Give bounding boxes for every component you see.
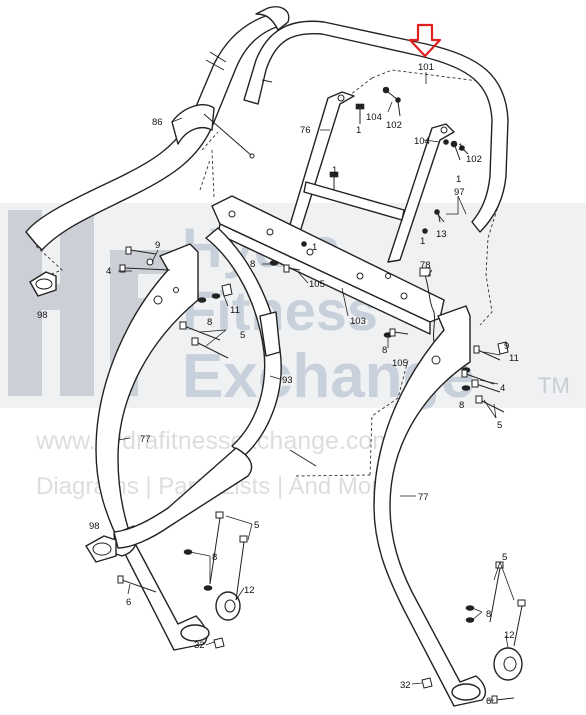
- callout-1: 1: [332, 165, 337, 176]
- red-indicator-arrow-icon: [408, 23, 442, 58]
- callout-5: 5: [497, 420, 502, 431]
- leader-lines: [117, 72, 515, 701]
- callout-102: 102: [386, 120, 402, 131]
- end-cap-98-right: [85, 535, 117, 563]
- callout-97: 97: [454, 187, 465, 198]
- callout-1: 1: [312, 242, 317, 253]
- callout-93: 93: [282, 375, 293, 386]
- wheel-12-left: [215, 591, 241, 621]
- left-handlebar-86: [25, 6, 290, 251]
- watermark-url: www.hydrafitnessexchange.com: [35, 427, 393, 455]
- callout-86: 86: [152, 117, 163, 128]
- center-arm-93: [205, 227, 317, 467]
- left-upright-77: [95, 243, 253, 651]
- callout-6: 6: [126, 597, 131, 608]
- callout-77: 77: [418, 492, 429, 503]
- callout-9: 9: [155, 240, 160, 251]
- upright-bracket-76: [285, 91, 455, 263]
- callout-4: 4: [500, 383, 505, 394]
- crossbar-103: [211, 195, 445, 335]
- callout-1: 1: [458, 142, 463, 153]
- callout-104: 104: [366, 112, 382, 123]
- callout-98: 98: [89, 521, 100, 532]
- callout-13: 13: [436, 229, 447, 240]
- callout-11: 11: [509, 353, 519, 364]
- callout-5: 5: [502, 552, 507, 563]
- callout-12: 12: [504, 630, 515, 641]
- hardware-group: [117, 86, 526, 704]
- callout-8: 8: [486, 609, 491, 620]
- callout-76: 76: [300, 125, 311, 136]
- wire-78: [419, 267, 436, 343]
- top-handlebar-101: [243, 20, 509, 233]
- callout-1: 1: [356, 125, 361, 136]
- callout-5: 5: [240, 330, 245, 341]
- callout-32: 32: [400, 680, 411, 691]
- wheel-12-right: [493, 647, 523, 681]
- callout-6: 6: [486, 696, 491, 707]
- callout-labels: 101 86 76 1 104 102 104 1 102 1 1 97 13 …: [37, 62, 519, 707]
- callout-1: 1: [420, 236, 425, 247]
- callout-8: 8: [212, 552, 217, 563]
- callout-32: 32: [194, 640, 205, 651]
- callout-9: 9: [504, 341, 509, 352]
- callout-8: 8: [382, 345, 387, 356]
- right-upright-77: [373, 305, 487, 707]
- callout-1: 1: [456, 174, 461, 185]
- callout-8: 8: [207, 317, 212, 328]
- callout-105: 105: [309, 279, 325, 290]
- callout-78: 78: [420, 260, 431, 271]
- callout-77: 77: [140, 434, 151, 445]
- callout-103: 103: [350, 316, 366, 327]
- callout-101: 101: [418, 62, 434, 73]
- callout-8: 8: [459, 400, 464, 411]
- callout-11: 11: [230, 305, 240, 316]
- callout-105: 105: [392, 358, 408, 369]
- callout-5: 5: [254, 520, 259, 531]
- watermark-trademark: TM: [538, 373, 570, 398]
- callout-98: 98: [37, 310, 48, 321]
- callout-102: 102: [466, 154, 482, 165]
- callout-8: 8: [250, 259, 255, 270]
- callout-104: 104: [414, 136, 430, 147]
- callout-12: 12: [244, 585, 255, 596]
- end-cap-98-left: [29, 271, 57, 297]
- callout-4: 4: [106, 266, 111, 277]
